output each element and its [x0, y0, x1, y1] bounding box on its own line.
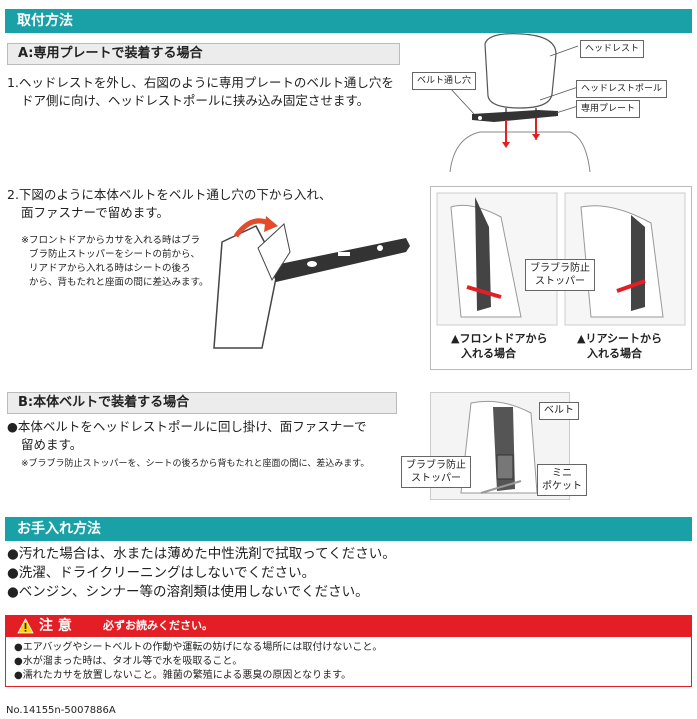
headrest-plate-diagram: ヘッドレスト ベルト通し穴 ヘッドレストポール 専用プレート [410, 32, 692, 173]
step1-line2: ドア側に向け、ヘッドレストポールに挟み込み固定させます。 [21, 93, 370, 108]
caption-rear-line1: ▲リアシートから [577, 332, 663, 345]
step2-photo-panel: ブラブラ防止 ストッパー ▲フロントドアから 入れる場合 ▲リアシートから 入れ… [430, 186, 692, 370]
part-a-heading: A:専用プレートで装着する場合 [7, 43, 400, 65]
label-plate: 専用プレート [576, 100, 641, 118]
warning-item-1: ●エアバッグやシートベルトの作動や運転の妨げになる場所には取付けないこと。 [14, 642, 383, 653]
step2-line1: 2.下図のように本体ベルトをベルト通し穴の下から入れ、 [7, 187, 332, 202]
label-headrest-pole: ヘッドレストポール [576, 80, 668, 98]
caption-front-line2: 入れる場合 [461, 347, 516, 360]
warning-triangle-icon [17, 618, 34, 642]
part-b-note: ※ブラブラ防止ストッパーを、シートの後ろから背もたれと座面の間に、差込みます。 [21, 459, 370, 469]
part-b-heading: B:本体ベルトで装着する場合 [7, 392, 397, 414]
step2-line2: 面ファスナーで留めます。 [21, 205, 170, 220]
stopper-b-line2: ストッパー [411, 473, 461, 484]
step2-note-line1: ※フロントドアからカサを入れる時はブラ [21, 235, 200, 246]
caption-front-line1: ▲フロントドアから [451, 332, 548, 345]
label-belt-hole: ベルト通し穴 [412, 72, 477, 90]
warning-title: 注 意 [39, 618, 72, 634]
step2-note-line3: リアドアから入れる時はシートの後ろ [29, 263, 191, 274]
warning-item-2: ●水が溜まった時は、タオル等で水を吸取ること。 [14, 656, 243, 667]
part-b-line2: 留めます。 [21, 437, 83, 452]
part-b-line1: ●本体ベルトをヘッドレストポールに回し掛け、面ファスナーで [7, 419, 367, 434]
label-headrest: ヘッドレスト [580, 40, 645, 58]
label-belt: ベルト [539, 402, 579, 420]
warning-subtitle: 必ずお読みください。 [103, 619, 213, 632]
warning-box: ●エアバッグやシートベルトの作動や運転の妨げになる場所には取付けないこと。 ●水… [5, 637, 692, 687]
belt-plate-illustration [200, 208, 415, 358]
stopper-b-line1: ブラブラ防止 [406, 460, 466, 471]
step2-note-line2: ブラ防止ストッパーをシートの前から、 [29, 249, 201, 260]
mini-pocket-line1: ミニ [552, 468, 572, 479]
care-item-3: ●ベンジン、シンナー等の溶剤類は使用しないでください。 [7, 584, 369, 600]
label-stopper-b: ブラブラ防止 ストッパー [401, 456, 471, 488]
footer-code: No.14155n-5007886A [6, 705, 116, 716]
stopper-label-line1: ブラブラ防止 [530, 263, 590, 274]
section-title-care: お手入れ方法 [5, 517, 692, 541]
mini-pocket-line2: ポケット [542, 481, 582, 492]
step2-note-line4: から、背もたれと座面の間に差込みます。 [29, 277, 209, 288]
warning-bar: 注 意 必ずお読みください。 [5, 615, 692, 637]
label-stopper-panel: ブラブラ防止 ストッパー [525, 259, 595, 291]
headrest-illustration [449, 33, 591, 173]
care-item-1: ●汚れた場合は、水または薄めた中性洗剤で拭取ってください。 [7, 546, 396, 562]
belt-insertion-drawing [213, 216, 410, 349]
care-item-2: ●洗濯、ドライクリーニングはしないでください。 [7, 565, 316, 581]
step1-line1: 1.ヘッドレストを外し、右図のように専用プレートのベルト通し穴を [7, 75, 394, 90]
caption-rear-line2: 入れる場合 [587, 347, 642, 360]
warning-item-3: ●濡れたカサを放置しないこと。雑菌の繁殖による悪臭の原因となります。 [14, 670, 352, 681]
label-mini-pocket: ミニ ポケット [537, 464, 587, 496]
section-title-installation: 取付方法 [5, 9, 692, 33]
stopper-label-line2: ストッパー [535, 276, 585, 287]
